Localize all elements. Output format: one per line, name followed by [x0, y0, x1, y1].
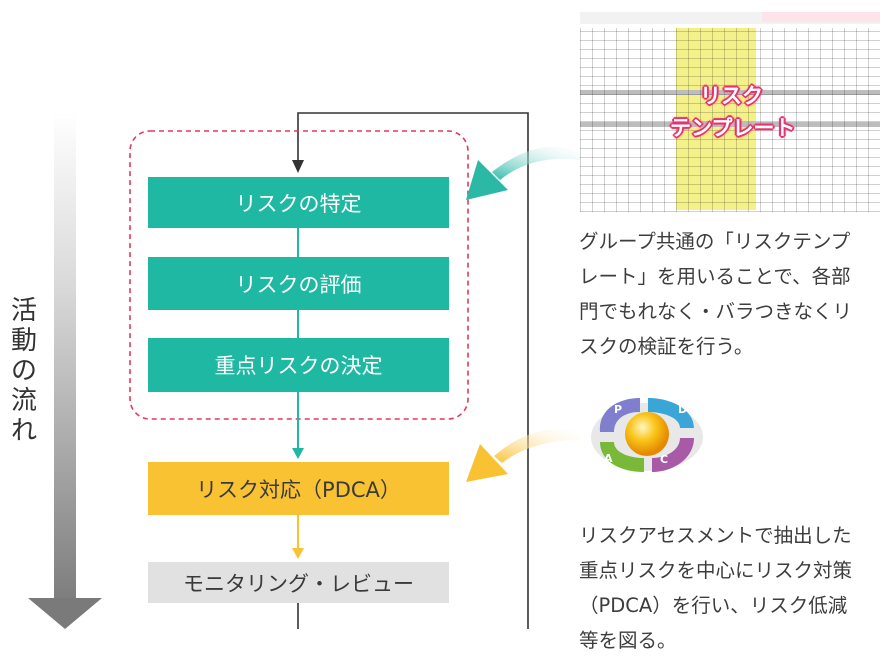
template-label-line2: テンプレート [670, 116, 796, 140]
axis-label-char: れ [10, 416, 37, 446]
pdca-pointer-arrowhead [466, 444, 508, 482]
template-label-line1: リスク [700, 84, 763, 108]
axis-label-char: 動 [10, 326, 37, 356]
pdca-description-line: 重点リスクを中心にリスク対策 [579, 559, 853, 582]
pdca-description-line: リスクアセスメントで抽出した [579, 524, 852, 547]
pdca-description-line: （PDCA）を行い、リスク低減 [579, 594, 848, 617]
activity-flow-label: 活 動 の 流 れ [4, 296, 44, 446]
step-monitoring-review: モニタリング・レビュー [148, 562, 449, 603]
step-risk-identification: リスクの特定 [148, 177, 449, 228]
feedback-loop-line [297, 112, 529, 629]
template-description-line: レート」を用いることで、各部 [579, 265, 851, 288]
flow-diagram-canvas [28, 12, 880, 629]
template-pointer-arrowhead [466, 160, 508, 200]
template-description-line: 門でもれなく・バラつきなくリ [579, 300, 853, 323]
template-grid-overlay [580, 28, 880, 212]
pdca-cycle-icon [591, 398, 703, 472]
template-description: グループ共通の「リスクテンプ レート」を用いることで、各部 門でもれなく・バラつ… [579, 224, 852, 364]
template-description-line: グループ共通の「リスクテンプ [579, 230, 851, 253]
axis-label-char: 活 [10, 296, 37, 326]
pdca-letter-check: C [660, 453, 669, 466]
connector-4-5-arrowhead [292, 548, 304, 559]
axis-label-char: の [10, 356, 37, 386]
step-priority-risk-decision: 重点リスクの決定 [148, 338, 449, 392]
pdca-letter-plan: P [614, 403, 623, 416]
risk-template-spreadsheet [580, 12, 880, 212]
pdca-letter-do: D [678, 403, 688, 416]
template-description-line: スクの検証を行う。 [579, 335, 754, 358]
template-pointer-arrow [492, 146, 582, 180]
pdca-description-line: 等を図る。 [579, 629, 677, 652]
pdca-letter-act: A [604, 452, 613, 465]
flow-arrow-shaft [54, 112, 76, 612]
feedback-loop-arrowhead [292, 160, 304, 173]
step-risk-evaluation: リスクの評価 [148, 257, 449, 310]
step-risk-response-pdca: リスク対応（PDCA） [148, 462, 449, 515]
connector-3-4-arrowhead [292, 448, 304, 459]
flow-arrow-head [28, 598, 102, 629]
pdca-pointer-arrow [494, 429, 582, 463]
pdca-description: リスクアセスメントで抽出した 重点リスクを中心にリスク対策 （PDCA）を行い、… [579, 518, 852, 658]
axis-label-char: 流 [10, 386, 37, 416]
